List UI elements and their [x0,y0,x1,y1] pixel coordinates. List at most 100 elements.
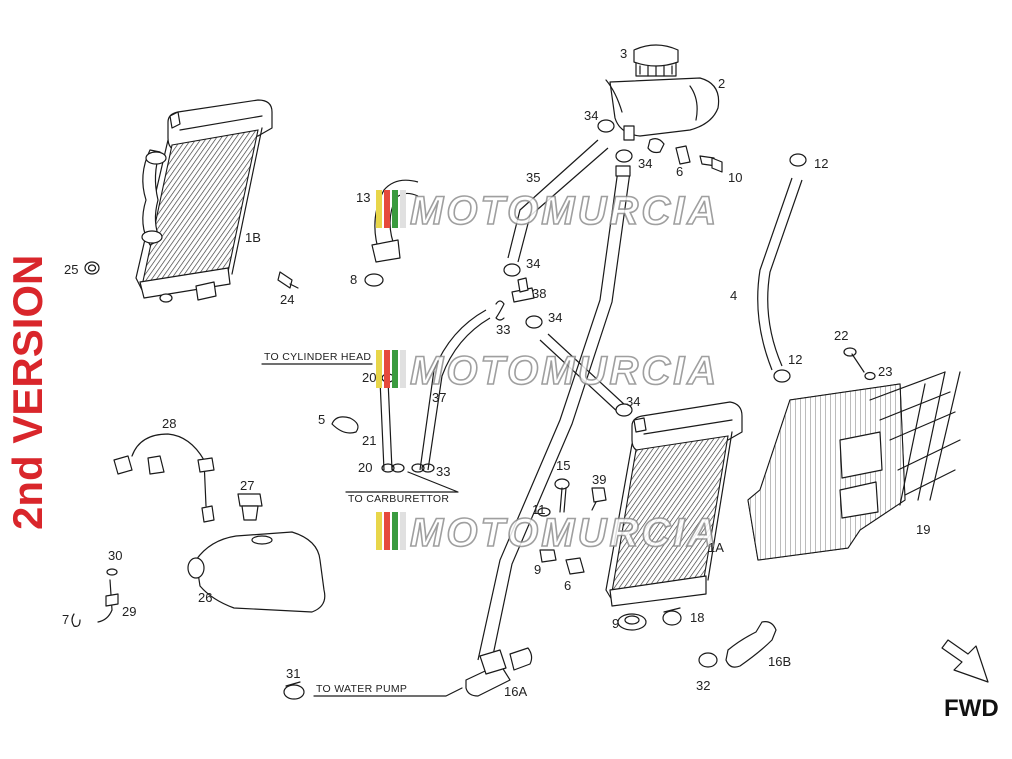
hose-21 [379,379,393,471]
callout-1B: 1B [245,230,261,245]
callout-37: 37 [432,390,446,405]
callout-4: 4 [730,288,737,303]
callout-38: 38 [532,286,546,301]
callout-15: 15 [556,458,570,473]
callout-16A: 16A [504,684,527,699]
radiator-right [605,401,743,607]
callout-12-lower: 12 [788,352,802,367]
hose-lower-mid [539,333,627,415]
watermark-middle: MOTOMURCIA [376,348,719,394]
clamp-12-a [789,153,807,167]
svg-text:MOTOMURCIA: MOTOMURCIA [410,189,719,233]
clamp-34-d [525,315,543,329]
callout-35: 35 [526,170,540,185]
clip-7 [71,613,81,627]
callout-25: 25 [64,262,78,277]
callout-1A: 1A [708,540,724,555]
hose-37 [419,309,491,471]
callout-34-d: 34 [548,310,562,325]
clamp-34-a [597,119,615,133]
bracket-6-lower [565,557,585,575]
callout-20-upper: 20 [362,370,376,385]
hose-main [477,169,631,661]
note-to-water-pump: TO WATER PUMP [316,683,407,695]
clamp-32 [698,652,718,668]
callout-39: 39 [592,472,606,487]
callout-34-c: 34 [526,256,540,271]
callout-9-mid: 9 [534,562,541,577]
callout-8: 8 [350,272,357,287]
fitting-29 [97,579,119,623]
clamp-34-c [503,263,521,277]
callout-24: 24 [280,292,294,307]
callout-32: 32 [696,678,710,693]
clamp-31 [283,681,305,700]
elbow-hose-16B [725,621,777,668]
clip-5 [331,416,359,434]
grommet-9-mid [539,549,557,563]
callout-20-lower: 20 [358,460,372,475]
clamp-34-e [615,403,633,417]
callout-21: 21 [362,433,376,448]
version-label: 2nd VERSION [4,255,51,530]
callout-9-bottom: 9 [612,616,619,631]
callout-13: 13 [356,190,370,205]
callout-6-lower: 6 [564,578,571,593]
leader-carburettor [345,471,459,493]
callout-33-lower: 33 [436,464,450,479]
temperature-sensor-24 [277,271,299,289]
watermark-bottom: MOTOMURCIA [376,510,719,556]
reservoir-26 [187,531,326,613]
t-piece-16A [465,647,533,697]
callout-19: 19 [916,522,930,537]
svg-text:MOTOMURCIA: MOTOMURCIA [410,511,719,555]
washer-23 [864,371,876,381]
callout-33-upper: 33 [496,322,510,337]
t-fitting-38 [511,277,535,303]
fwd-label: FWD [944,695,999,722]
callout-16B: 16B [768,654,791,669]
clamp-18 [662,607,682,626]
callout-numbers: 1A 1B 2 3 4 5 6 6 7 8 9 9 10 11 12 12 13… [62,46,930,699]
screw-15 [554,478,570,513]
callout-11: 11 [532,502,546,517]
bleed-screw-39 [591,487,607,511]
fwd-arrow-icon [941,639,989,683]
callout-18: 18 [690,610,704,625]
filler-cap-27 [237,493,263,521]
grommet-9-bottom [617,613,647,631]
clamp-8 [364,273,384,287]
callout-28: 28 [162,416,176,431]
callout-10: 10 [728,170,742,185]
callout-29: 29 [122,604,136,619]
note-to-cylinder-head: TO CYLINDER HEAD [264,351,371,363]
callout-22: 22 [834,328,848,343]
svg-text:MOTOMURCIA: MOTOMURCIA [410,349,719,393]
screw-22 [843,347,865,373]
callout-7: 7 [62,612,69,627]
clamp-12-b [773,369,791,383]
spring-clamps-20-33-lower [381,463,435,473]
callout-30: 30 [108,548,122,563]
washer-11 [537,507,551,517]
callout-6-top: 6 [676,164,683,179]
callout-34-a: 34 [584,108,598,123]
callout-34-e: 34 [626,394,640,409]
leader-water-pump [313,687,463,697]
radiator-guard-19 [747,371,961,561]
bolt-10 [699,155,723,173]
spring-clamp-33-upper [495,300,505,321]
callout-31: 31 [286,666,300,681]
expansion-tank [605,44,720,154]
sensor-cable-28 [113,433,215,523]
callout-5: 5 [318,412,325,427]
callout-23: 23 [878,364,892,379]
callout-3: 3 [620,46,627,61]
hose-4 [757,177,803,371]
radiator-left [135,99,273,303]
bracket-6-top [675,145,691,165]
callout-2: 2 [718,76,725,91]
watermark-top: MOTOMURCIA [376,188,719,234]
hose-35 [507,139,609,263]
